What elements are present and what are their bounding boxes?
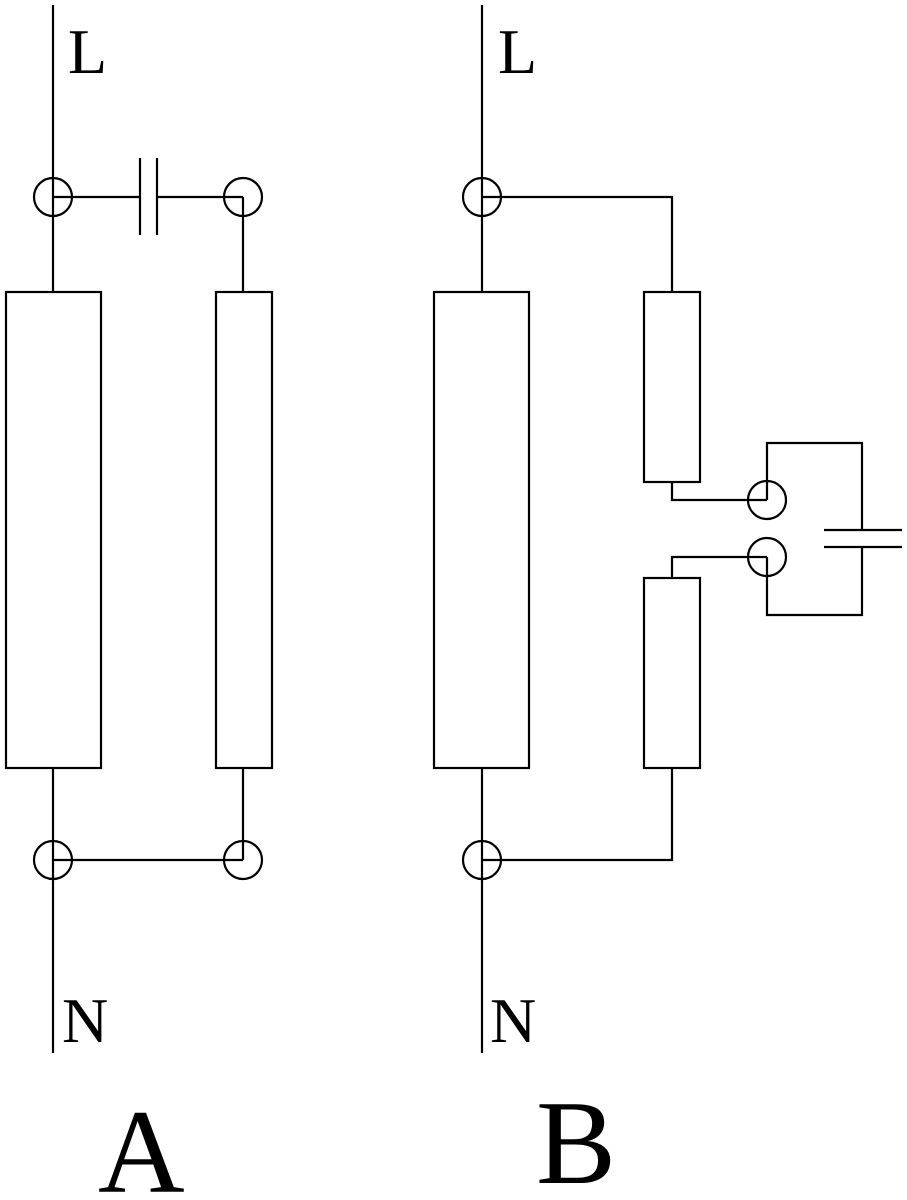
diagram-b-upper-component <box>642 290 702 484</box>
diagram-b-neutral-label: N <box>490 985 536 1056</box>
diagram-b: L N B <box>432 5 902 1200</box>
diagram-b-lower-terminal-wire <box>670 555 767 578</box>
diagram-b-lower-component <box>642 576 702 770</box>
diagram-b-caption: B <box>536 1076 616 1200</box>
diagram-a-main-component <box>4 290 103 770</box>
diagram-a: L N A <box>4 5 274 1200</box>
diagram-a-caption: A <box>98 1085 185 1200</box>
diagram-b-upper-terminal-wire <box>670 482 767 502</box>
diagram-a-neutral-label: N <box>62 985 108 1056</box>
diagram-a-secondary-component <box>214 290 274 770</box>
diagram-b-line-label: L <box>498 16 537 87</box>
diagram-b-capacitor-loop-bottom <box>765 547 864 617</box>
diagram-b-bottom-wire <box>482 768 674 862</box>
diagram-a-line-label: L <box>68 16 107 87</box>
diagram-b-top-wire <box>482 195 674 292</box>
diagram-b-capacitor-loop-top <box>765 441 864 530</box>
diagram-b-main-component <box>432 290 531 770</box>
